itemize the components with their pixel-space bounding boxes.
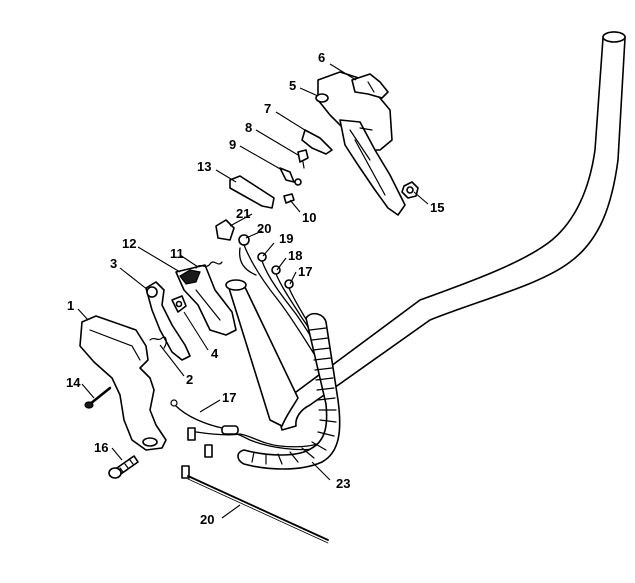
callout-labels: 6 5 7 8 9 13 10 21 20 19 18 17 11 12 3 1… [66, 50, 444, 527]
part-15-nut [401, 181, 419, 199]
part-7-clip [301, 129, 333, 155]
part-14-screw [84, 386, 112, 409]
callout-12: 12 [122, 236, 136, 251]
part-6-knob [351, 73, 389, 99]
part-13-lever [229, 175, 275, 209]
callout-17-lower: 17 [222, 390, 236, 405]
part-3-trigger [145, 281, 191, 361]
callout-15: 15 [430, 200, 444, 215]
part-20-cable-tie [181, 465, 329, 544]
callout-16: 16 [94, 440, 108, 455]
callout-1: 1 [67, 298, 74, 313]
callout-21: 20 [257, 221, 271, 236]
callout-8: 8 [245, 120, 252, 135]
callout-9: 9 [229, 137, 236, 152]
part-17-lower-cable [170, 399, 339, 458]
callout-19: 19 [279, 231, 293, 246]
part-1-handle [79, 315, 167, 451]
callout-17-upper: 17 [298, 264, 312, 279]
callout-4: 4 [211, 346, 219, 361]
part-9-leaf [279, 167, 302, 186]
callout-13: 13 [197, 159, 211, 174]
leader-lines [77, 63, 429, 519]
part-23-conduit [237, 312, 341, 470]
callout-18: 18 [288, 248, 302, 263]
callout-23: 23 [336, 476, 350, 491]
part-2-spring [149, 336, 167, 349]
part-11-spring [195, 261, 223, 269]
callout-5: 5 [289, 78, 296, 93]
callout-14: 14 [66, 375, 81, 390]
part-8-pin [297, 149, 309, 169]
part-22-button [215, 219, 235, 241]
part-16-screw [108, 455, 139, 479]
callout-6: 6 [318, 50, 325, 65]
part-10-screw [283, 193, 295, 204]
handlebar-tube [225, 31, 626, 431]
callout-22: 21 [236, 206, 250, 221]
callout-3: 3 [110, 256, 117, 271]
part-12-housing [175, 264, 237, 336]
callout-20: 20 [200, 512, 214, 527]
callout-10: 10 [302, 210, 316, 225]
callout-7: 7 [264, 101, 271, 116]
callout-11: 11 [170, 246, 184, 261]
callout-2: 2 [186, 372, 193, 387]
part-4-lockout [171, 295, 187, 313]
